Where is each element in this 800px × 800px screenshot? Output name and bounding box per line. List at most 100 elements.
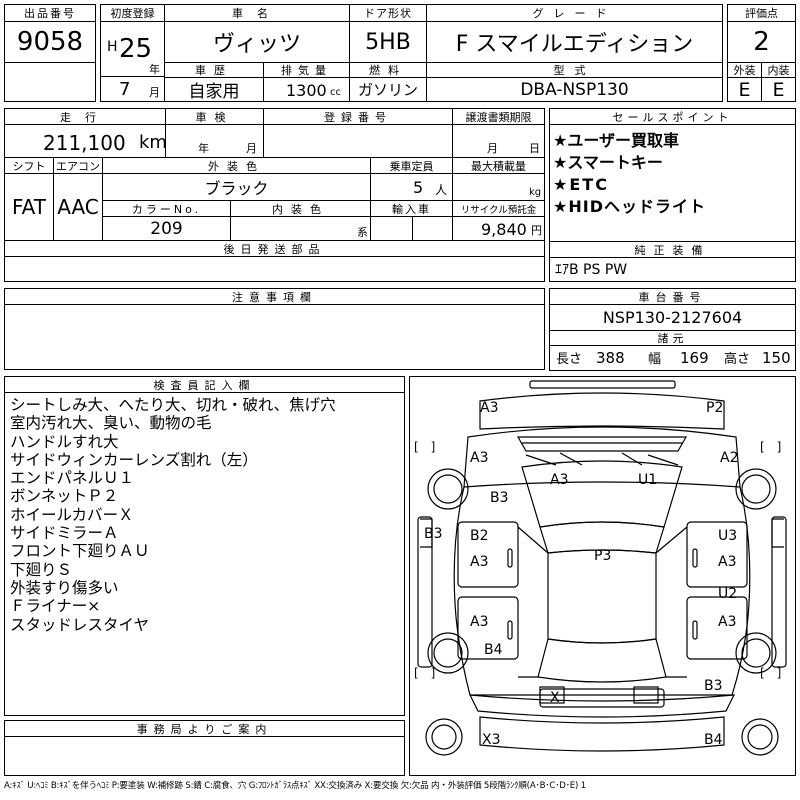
- note-line: スタッドレスタイヤ: [10, 615, 150, 634]
- import-label: 輸入車: [370, 200, 453, 217]
- interior-color-unit: 系: [357, 226, 368, 239]
- month-unit: 月: [149, 86, 160, 99]
- color-no-label: カラーNo.: [102, 200, 231, 217]
- damage-mark: B3: [424, 526, 443, 542]
- car-outline: [417, 380, 787, 756]
- exterior-score: E: [727, 77, 762, 102]
- inspection-month-unit: 月: [246, 142, 257, 155]
- history: 自家用: [164, 77, 264, 102]
- import-box-1: [370, 216, 413, 241]
- transfer-docs-box: 月 日: [452, 124, 545, 158]
- fuel: ガソリン: [349, 77, 427, 102]
- damage-mark: A3: [480, 400, 499, 416]
- mileage: 211,100: [43, 131, 126, 155]
- office-notice-box: [4, 736, 405, 776]
- note-line: フロント下廻りＡＵ: [10, 542, 150, 561]
- damage-mark: B4: [704, 732, 723, 748]
- sales-point: ★ユーザー買取車: [553, 131, 680, 150]
- sales-point: ★スマートキー: [553, 153, 663, 172]
- history-label: 車歴: [164, 62, 264, 78]
- model-label: 型式: [426, 62, 723, 78]
- interior-color-box: 系: [230, 216, 371, 241]
- mileage-unit: km: [139, 132, 167, 153]
- capacity: 5: [413, 178, 424, 197]
- fuel-label: 燃料: [349, 62, 427, 78]
- length: 388: [596, 349, 625, 367]
- damage-mark: U2: [718, 586, 738, 602]
- transfer-month-unit: 月: [487, 142, 498, 155]
- damage-mark: A3: [550, 472, 569, 488]
- first-registration-label: 初度登録: [100, 4, 165, 22]
- note-line: ホイールカバーＸ: [10, 505, 134, 524]
- note-line: エンドパネルＵ１: [10, 469, 135, 488]
- displacement: 1300: [286, 81, 327, 100]
- note-line: ハンドルすれ大: [10, 432, 119, 451]
- recycle-unit: 円: [531, 224, 542, 237]
- note-line: サイドミラーＡ: [10, 524, 119, 543]
- bracket-left: [ ]: [414, 440, 436, 454]
- registration-number-label: 登録番号: [263, 108, 453, 125]
- shift: FAT: [4, 173, 54, 241]
- legend: A:ｷｽﾞ U:ﾍｺﾐ B:ｷｽﾞを伴うﾍｺﾐ P:要塗装 W:補修跡 S:錆 …: [4, 781, 586, 791]
- damage-mark: A3: [470, 554, 489, 570]
- dimensions-label: 諸元: [549, 330, 796, 346]
- exterior-color: ブラック: [102, 173, 371, 201]
- note-line: サイドウィンカーレンズ割れ（左）: [10, 450, 258, 469]
- lot-number: 9058: [4, 21, 96, 63]
- height: 150: [762, 349, 791, 367]
- capacity-unit: 人: [435, 183, 448, 197]
- era: H: [107, 39, 118, 55]
- damage-mark: U3: [718, 528, 738, 544]
- bracket-left: [ ]: [414, 666, 436, 680]
- mileage-box: 211,100 km: [4, 124, 167, 158]
- note-line: ボンネットＰ２: [10, 487, 119, 506]
- caution-label: 注意事項欄: [4, 288, 545, 305]
- note-line: 下廻りＳ: [10, 560, 73, 579]
- recycle-box: 9,840 円: [452, 216, 545, 241]
- width: 169: [680, 349, 709, 367]
- damage-mark: P2: [706, 400, 724, 416]
- score: 2: [727, 21, 796, 63]
- interior-color-label: 内装色: [230, 200, 371, 217]
- damage-mark: A3: [470, 450, 489, 466]
- damage-mark: P3: [594, 548, 612, 564]
- damage-mark: A3: [470, 614, 489, 630]
- color-number: 209: [102, 216, 231, 241]
- interior-label: 内装: [761, 62, 796, 78]
- inspection-box: 年 月: [165, 124, 264, 158]
- ac-label: エアコン: [53, 157, 103, 174]
- note-line: Ｆライナー×: [10, 597, 101, 616]
- sales-point: ★ETC: [553, 175, 609, 194]
- equipment-box: ｴｱB PS PW: [549, 257, 796, 282]
- import-box-2: [412, 216, 453, 241]
- bracket-right: [ ]: [760, 440, 782, 454]
- note-line: 外装すり傷多い: [10, 578, 119, 597]
- door-type: 5HB: [349, 21, 427, 63]
- car-name-label: 車名: [164, 4, 350, 22]
- equipment: ｴｱB PS PW: [555, 262, 628, 278]
- model-code: DBA-NSP130: [426, 77, 723, 102]
- inspector-notes-list: シートしみ大、へたり大、切れ・破れ、焦げ穴 室内汚れ大、臭い、動物の毛 ハンドル…: [10, 396, 336, 634]
- damage-mark: B3: [490, 490, 509, 506]
- capacity-box: 5 人: [370, 173, 453, 201]
- car-diagram: A3 P2 [ ] [ ] A3 A2 B3 A3 U1 B3 B2 A3 U3…: [409, 376, 796, 776]
- damage-mark: B3: [704, 678, 723, 694]
- year-unit: 年: [149, 63, 160, 76]
- sales-points-label: セールスポイント: [549, 108, 796, 125]
- sales-point: ★HIDヘッドライト: [553, 197, 706, 216]
- shift-label: シフト: [4, 157, 54, 174]
- max-load-box: kg: [452, 173, 545, 201]
- damage-mark: X: [550, 690, 560, 706]
- grade-label: グレード: [426, 4, 723, 22]
- sales-points-box: ★ユーザー買取車 ★スマートキー ★ETC ★HIDヘッドライト: [549, 124, 796, 242]
- registration-number-box: [263, 124, 453, 158]
- car-name: ヴィッツ: [164, 21, 350, 63]
- caution-box: [4, 304, 545, 370]
- chassis-label: 車台番号: [549, 288, 796, 305]
- later-parts-box: [4, 256, 545, 282]
- inspector-notes-label: 検査員記入欄: [4, 376, 405, 393]
- score-label: 評価点: [727, 4, 796, 22]
- dimensions-box: 長さ 388 幅 169 高さ 150: [549, 345, 796, 371]
- chassis-number: NSP130-2127604: [549, 304, 796, 331]
- grade: F スマイルエディション: [426, 21, 723, 63]
